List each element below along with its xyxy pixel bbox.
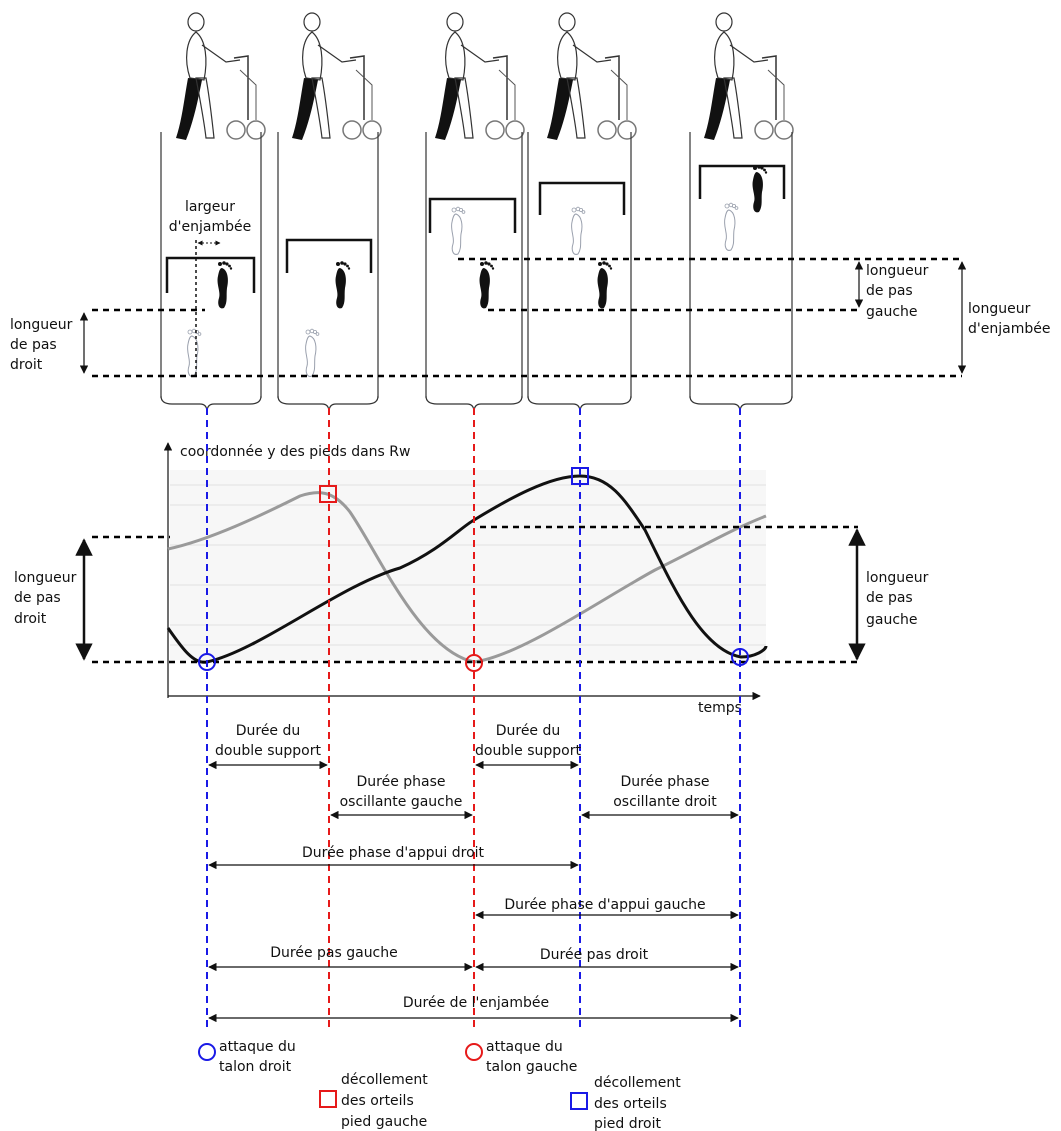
durations: Durée du double support Durée du double … xyxy=(208,723,739,1023)
legend-right-toe-off: décollement des orteils pied droit xyxy=(570,1075,681,1131)
red-circle-icon xyxy=(465,1043,483,1061)
step-panels xyxy=(160,132,793,413)
stance-right-label: Durée phase d'appui droit xyxy=(302,845,485,861)
left-footprint-icon xyxy=(305,328,320,377)
top-reference-lines xyxy=(92,257,962,378)
walker-figure-4 xyxy=(546,12,637,141)
right-footprint-icon xyxy=(479,261,495,309)
walker-bracket-1 xyxy=(165,256,256,293)
chart-reference-lines xyxy=(92,525,858,664)
chart-left-step-length: longueur de pas gauche xyxy=(848,528,929,661)
walker-bracket-5 xyxy=(698,164,786,199)
left-footprint-icon xyxy=(187,328,202,377)
legend-right-toe-off-line2: des orteils xyxy=(594,1096,667,1112)
right-footprint-icon xyxy=(597,261,613,309)
y-axis-label: coordonnée y des pieds dans Rw xyxy=(180,444,410,460)
walker-bracket-4 xyxy=(538,181,626,215)
top-left-step-length-line1: longueur xyxy=(866,263,929,279)
step-right-label: Durée pas droit xyxy=(540,947,649,963)
top-right-step-length-line1: longueur xyxy=(10,317,73,333)
walker-figure-1 xyxy=(175,12,266,141)
left-heel-strike-marker xyxy=(465,654,483,672)
chart-right-step-length-line1: longueur xyxy=(14,570,77,586)
left-toe-off-marker xyxy=(319,485,337,503)
top-right-step-length-line2: de pas xyxy=(10,337,57,353)
swing-left-line2: oscillante gauche xyxy=(340,794,463,810)
walker-figure-2 xyxy=(291,12,382,141)
left-footprint-icon xyxy=(451,206,466,255)
walker-bracket-2 xyxy=(285,238,373,273)
top-right-step-length: longueur de pas droit xyxy=(10,312,89,374)
top-stride-length-line1: longueur xyxy=(968,301,1031,317)
stride-width-label-line2: d'enjambée xyxy=(169,219,251,235)
top-right-step-length-line3: droit xyxy=(10,357,43,373)
legend-right-toe-off-line1: décollement xyxy=(594,1075,681,1091)
chart-left-step-length-line2: de pas xyxy=(866,590,913,606)
right-footprint-icon xyxy=(217,261,233,309)
legend-left-toe-off-line1: décollement xyxy=(341,1072,428,1088)
double-support-1-line2: double support xyxy=(215,743,321,759)
swing-left-line1: Durée phase xyxy=(356,774,445,790)
legend-left-toe-off-line2: des orteils xyxy=(341,1093,414,1109)
right-heel-strike-marker-1 xyxy=(198,653,216,671)
swing-right-line2: oscillante droit xyxy=(613,794,717,810)
right-foot-curve xyxy=(166,474,768,664)
x-axis-label: temps xyxy=(698,700,742,716)
walker-figure-3 xyxy=(434,12,525,141)
step-left-label: Durée pas gauche xyxy=(270,945,398,961)
top-left-step-length: longueur de pas gauche xyxy=(854,261,929,320)
chart-axes: coordonnée y des pieds dans Rw temps xyxy=(163,442,761,716)
stance-left-label: Durée phase d'appui gauche xyxy=(504,897,705,913)
left-footprint-icon xyxy=(724,202,739,251)
double-support-2-line2: double support xyxy=(475,743,581,759)
double-support-1-line1: Durée du xyxy=(236,723,301,739)
left-footprint-icon xyxy=(571,206,586,255)
right-toe-off-marker xyxy=(571,467,589,485)
top-stride-length: longueur d'enjambée xyxy=(957,261,1050,374)
double-support-2-line1: Durée du xyxy=(496,723,561,739)
legend-right-heel-strike-line1: attaque du xyxy=(219,1039,296,1055)
stride-width-label-line1: largeur xyxy=(185,199,235,215)
swing-right-line1: Durée phase xyxy=(620,774,709,790)
walker-figures xyxy=(175,12,794,141)
legend-left-heel-strike-line1: attaque du xyxy=(486,1039,563,1055)
legend: attaque du talon droit attaque du talon … xyxy=(198,1039,681,1131)
blue-circle-icon xyxy=(198,1043,216,1061)
legend-left-heel-strike: attaque du talon gauche xyxy=(465,1039,577,1075)
walker-bracket-3 xyxy=(428,197,517,233)
left-foot-curve xyxy=(167,491,767,664)
chart-background-grid xyxy=(170,470,766,660)
stride-label: Durée de l'enjambée xyxy=(403,995,549,1011)
legend-left-heel-strike-line2: talon gauche xyxy=(486,1059,577,1075)
top-left-step-length-line2: de pas xyxy=(866,283,913,299)
chart-right-step-length: longueur de pas droit xyxy=(14,538,93,661)
chart-left-step-length-line1: longueur xyxy=(866,570,929,586)
top-stride-length-line2: d'enjambée xyxy=(968,321,1050,337)
top-left-step-length-line3: gauche xyxy=(866,304,918,320)
event-markers xyxy=(198,467,749,672)
right-footprint-icon xyxy=(335,261,351,309)
right-footprint-icon xyxy=(752,165,768,213)
chart-right-step-length-line2: de pas xyxy=(14,590,61,606)
red-square-icon xyxy=(319,1090,337,1108)
right-heel-strike-marker-2 xyxy=(731,648,749,666)
stride-width-annotation: largeur d'enjambée xyxy=(169,199,251,378)
event-lines xyxy=(206,408,741,1030)
legend-right-heel-strike: attaque du talon droit xyxy=(198,1039,296,1075)
legend-left-toe-off: décollement des orteils pied gauche xyxy=(319,1072,428,1130)
chart-left-step-length-line3: gauche xyxy=(866,612,918,628)
legend-right-toe-off-line3: pied droit xyxy=(594,1116,662,1131)
legend-left-toe-off-line3: pied gauche xyxy=(341,1114,427,1130)
legend-right-heel-strike-line2: talon droit xyxy=(219,1059,292,1075)
blue-square-icon xyxy=(570,1092,588,1110)
chart-right-step-length-line3: droit xyxy=(14,611,47,627)
walker-figure-5 xyxy=(703,12,794,141)
